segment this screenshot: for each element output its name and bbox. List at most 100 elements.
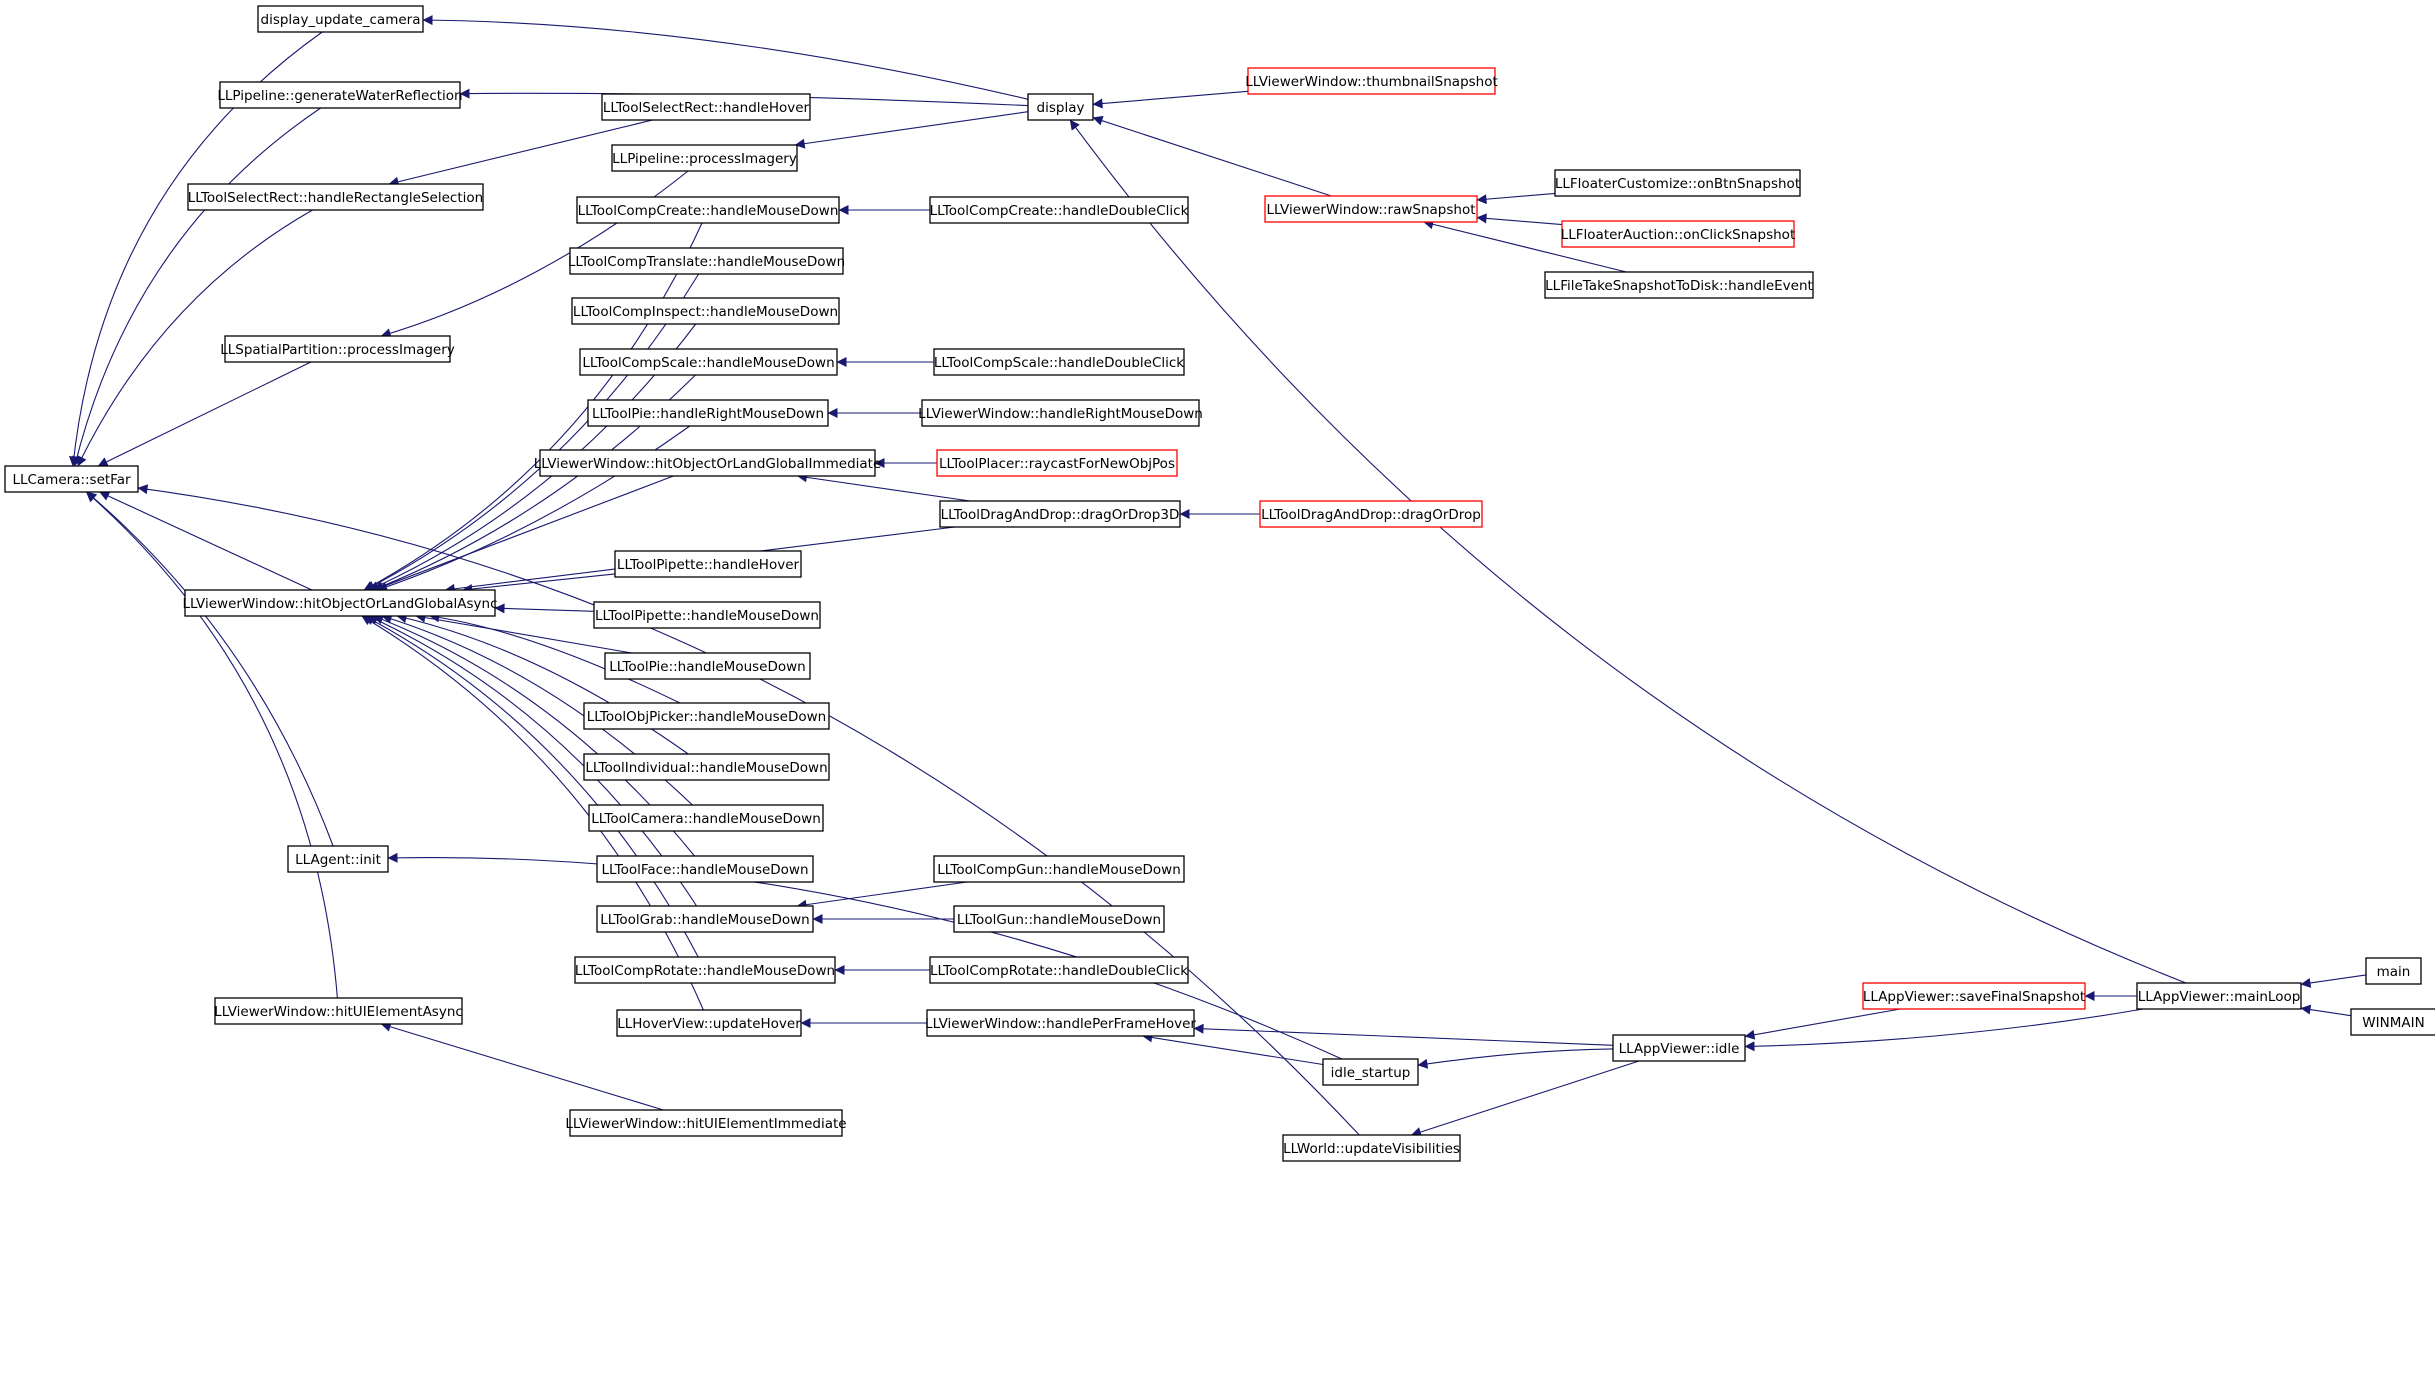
node-hitAsync[interactable]: LLViewerWindow::hitObjectOrLandGlobalAsy…	[182, 589, 498, 617]
node-spatialProc[interactable]: LLSpatialPartition::processImagery	[220, 335, 455, 363]
edge-fileTakeSnapshot-to-rawSnapshot	[1423, 219, 1627, 273]
node-pieRightDown[interactable]: LLToolPie::handleRightMouseDown	[587, 399, 829, 427]
node-box	[929, 956, 1189, 984]
node-box	[1554, 169, 1801, 197]
edge-spatialProc-to-setFar	[97, 361, 312, 467]
node-label: LLToolPie::handleMouseDown	[609, 659, 805, 675]
node-compCreateDbl[interactable]: LLToolCompCreate::handleDoubleClick	[929, 196, 1189, 224]
node-label: idle_startup	[1331, 1065, 1411, 1081]
node-setFar[interactable]: LLCamera::setFar	[4, 465, 139, 493]
node-main[interactable]: main	[2365, 957, 2422, 985]
node-label: LLToolDragAndDrop::dragOrDrop3D	[941, 507, 1180, 523]
node-pipeProcImagery[interactable]: LLPipeline::processImagery	[611, 144, 798, 172]
node-floaterAuction[interactable]: LLFloaterAuction::onClickSnapshot	[1561, 220, 1796, 248]
node-grabDown[interactable]: LLToolGrab::handleMouseDown	[596, 905, 814, 933]
node-box	[1264, 195, 1478, 223]
node-hitUIAsync[interactable]: LLViewerWindow::hitUIElementAsync	[214, 997, 463, 1025]
node-label: LLToolSelectRect::handleHover	[603, 100, 810, 116]
edge-display-to-display_update_camera	[422, 15, 1029, 100]
node-vwRightDown[interactable]: LLViewerWindow::handleRightMouseDown	[918, 399, 1203, 427]
node-pieDown[interactable]: LLToolPie::handleMouseDown	[604, 652, 811, 680]
node-dragOrDrop3D[interactable]: LLToolDragAndDrop::dragOrDrop3D	[939, 500, 1181, 528]
edge-pipetteHover-to-hitAsync	[462, 573, 616, 594]
node-label: LLToolCompInspect::handleMouseDown	[573, 304, 838, 320]
edge-compGunDown-to-grabDown	[796, 881, 968, 910]
node-label: LLToolPlacer::raycastForNewObjPos	[939, 456, 1175, 472]
node-pipetteHover[interactable]: LLToolPipette::handleHover	[614, 550, 802, 578]
node-pipetteDown[interactable]: LLToolPipette::handleMouseDown	[593, 601, 821, 629]
node-label: LLViewerWindow::hitObjectOrLandGlobalImm…	[534, 456, 882, 472]
node-box	[187, 183, 484, 211]
edge-floaterCustomize-to-rawSnapshot	[1476, 192, 1556, 205]
node-box	[929, 196, 1189, 224]
node-objPickerDown[interactable]: LLToolObjPicker::handleMouseDown	[583, 702, 830, 730]
node-hitImmediate[interactable]: LLViewerWindow::hitObjectOrLandGlobalImm…	[534, 449, 882, 477]
node-winmain[interactable]: WINMAIN	[2350, 1008, 2435, 1036]
node-hitUIImmediate[interactable]: LLViewerWindow::hitUIElementImmediate	[565, 1109, 847, 1137]
node-box	[1561, 220, 1795, 248]
node-display_update_camera[interactable]: display_update_camera	[257, 5, 424, 33]
edge-main-to-mainLoop	[2300, 974, 2367, 988]
edge-winmain-to-mainLoop	[2300, 1004, 2352, 1017]
node-compInspectDown[interactable]: LLToolCompInspect::handleMouseDown	[571, 297, 840, 325]
node-box	[1282, 1134, 1461, 1162]
node-cameraDown[interactable]: LLToolCamera::handleMouseDown	[588, 804, 824, 832]
node-compTranslateDown[interactable]: LLToolCompTranslate::handleMouseDown	[568, 247, 845, 275]
node-display[interactable]: display	[1027, 93, 1094, 121]
node-compScaleDown[interactable]: LLToolCompScale::handleMouseDown	[579, 348, 838, 376]
edge-hoverUpdate-to-hitAsync	[361, 615, 704, 1011]
node-box	[604, 652, 811, 680]
node-selRectHandleRect[interactable]: LLToolSelectRect::handleRectangleSelecti…	[187, 183, 484, 211]
node-appIdle[interactable]: LLAppViewer::idle	[1612, 1034, 1746, 1062]
node-individualDown[interactable]: LLToolIndividual::handleMouseDown	[583, 753, 830, 781]
node-box	[1247, 67, 1496, 95]
edge-rawSnapshot-to-display	[1092, 115, 1332, 197]
node-box	[593, 601, 821, 629]
node-compCreateDown[interactable]: LLToolCompCreate::handleMouseDown	[576, 196, 840, 224]
node-box	[539, 449, 876, 477]
node-mainLoop[interactable]: LLAppViewer::mainLoop	[2136, 982, 2302, 1010]
node-fileTakeSnapshot[interactable]: LLFileTakeSnapshotToDisk::handleEvent	[1544, 271, 1814, 299]
node-label: LLToolPipette::handleHover	[617, 557, 800, 573]
node-box	[926, 1009, 1195, 1037]
node-gunDown[interactable]: LLToolGun::handleMouseDown	[953, 905, 1165, 933]
node-faceDown[interactable]: LLToolFace::handleMouseDown	[596, 855, 814, 883]
edge-appIdle-to-idleStartup	[1417, 1048, 1614, 1069]
node-label: LLViewerWindow::handlePerFrameHover	[925, 1016, 1196, 1032]
node-box	[2350, 1008, 2435, 1036]
node-box	[939, 500, 1181, 528]
node-idleStartup[interactable]: idle_startup	[1322, 1058, 1419, 1086]
node-thumbSnapshot[interactable]: LLViewerWindow::thumbnailSnapshot	[1245, 67, 1498, 95]
node-worldUpdateVis[interactable]: LLWorld::updateVisibilities	[1282, 1134, 1461, 1162]
node-compGunDown[interactable]: LLToolCompGun::handleMouseDown	[933, 855, 1185, 883]
node-floaterCustomize[interactable]: LLFloaterCustomize::onBtnSnapshot	[1554, 169, 1801, 197]
node-compScaleDbl[interactable]: LLToolCompScale::handleDoubleClick	[933, 348, 1185, 376]
node-label: LLToolObjPicker::handleMouseDown	[587, 709, 827, 725]
node-placerRaycast[interactable]: LLToolPlacer::raycastForNewObjPos	[936, 449, 1178, 477]
node-label: LLToolCamera::handleMouseDown	[591, 811, 821, 827]
node-label: LLViewerWindow::hitUIElementAsync	[214, 1004, 463, 1020]
node-rawSnapshot[interactable]: LLViewerWindow::rawSnapshot	[1264, 195, 1478, 223]
edge-objPickerDown-to-hitAsync	[429, 612, 681, 704]
node-compRotateDown[interactable]: LLToolCompRotate::handleMouseDown	[574, 956, 836, 984]
node-hoverUpdate[interactable]: LLHoverView::updateHover	[616, 1009, 802, 1037]
node-genWater[interactable]: LLPipeline::generateWaterReflection	[217, 81, 463, 109]
edge-appIdle-to-worldUpdateVis	[1411, 1060, 1640, 1137]
node-saveFinalSnapshot[interactable]: LLAppViewer::saveFinalSnapshot	[1862, 982, 2086, 1010]
node-box	[571, 297, 840, 325]
node-box	[569, 247, 844, 275]
node-compRotateDbl[interactable]: LLToolCompRotate::handleDoubleClick	[929, 956, 1189, 984]
node-label: LLToolPipette::handleMouseDown	[595, 608, 819, 624]
node-box	[588, 804, 824, 832]
edge-dragOrDrop3D-to-hitImmediate	[796, 472, 971, 502]
node-box	[2136, 982, 2302, 1010]
node-dragOrDrop[interactable]: LLToolDragAndDrop::dragOrDrop	[1259, 500, 1483, 528]
node-agentInit[interactable]: LLAgent::init	[287, 845, 389, 873]
edge-idleStartup-to-vwPerFrameHover	[1142, 1032, 1324, 1066]
node-label: LLPipeline::generateWaterReflection	[217, 88, 462, 104]
node-box	[611, 144, 798, 172]
node-vwPerFrameHover[interactable]: LLViewerWindow::handlePerFrameHover	[925, 1009, 1196, 1037]
node-selRectHover[interactable]: LLToolSelectRect::handleHover	[601, 93, 811, 121]
edge-display_update_camera-to-setFar	[68, 31, 323, 467]
